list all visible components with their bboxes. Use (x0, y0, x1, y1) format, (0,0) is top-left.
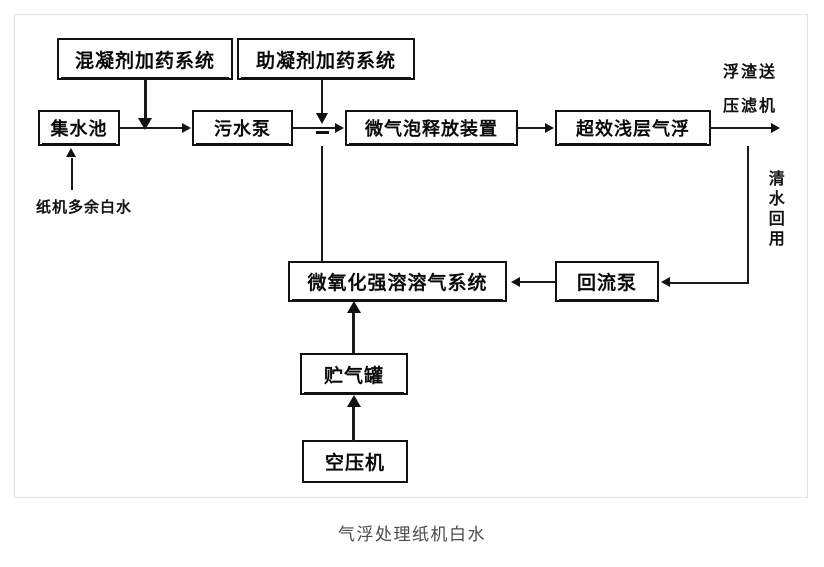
node-coagulant-dosing-label: 混凝剂加药系统 (74, 49, 215, 72)
node-reflux-pump-label: 回流泵 (576, 272, 637, 294)
edge-microbubble-to-flotation-line (518, 127, 547, 129)
node-shallow-air-flotation-label: 超效浅层气浮 (576, 119, 690, 140)
edge-dissolving-to-inletpipe-line (321, 146, 323, 261)
edge-inlet-to-tank-arrowhead (66, 148, 76, 157)
edge-coagulant-dosing-line (144, 80, 147, 120)
node-gas-storage-tank: 贮气罐 (300, 353, 408, 395)
edge-refluxpump-to-dissolving-arrowhead (511, 277, 520, 287)
node-sewage-pump: 污水泵 (192, 110, 293, 146)
edge-tank-to-pump-arrowhead (182, 123, 191, 133)
edge-pump-to-microbubble-line (293, 127, 337, 129)
node-gas-storage-tank-label: 贮气罐 (323, 364, 384, 387)
annotation-scum-outlet-line2-text: 压滤机 (723, 96, 778, 115)
edge-compressor-to-gastank-line (352, 406, 355, 442)
edge-inlet-to-tank-line (71, 158, 73, 190)
edge-flocculant-dosing-line (321, 80, 323, 115)
node-sewage-pump-label: 污水泵 (214, 119, 271, 140)
node-microbubble-release-label: 微气泡释放装置 (365, 119, 498, 140)
figure-frame (14, 14, 808, 498)
node-air-compressor-label: 空压机 (324, 452, 385, 474)
node-collection-tank-label: 集水池 (50, 119, 108, 140)
edge-flotation-to-scum-arrowhead (771, 123, 780, 133)
node-flocculant-dosing-label: 助凝剂加药系统 (255, 49, 396, 72)
edge-tank-to-pump-line (120, 127, 184, 129)
annotation-inlet-text: 纸机多余白水 (36, 198, 133, 216)
annotation-clear-water-reuse-text: 清水回用 (765, 170, 785, 250)
edge-clearwater-to-refluxpump-arrowhead (661, 277, 670, 287)
edge-flotation-to-scum-line (711, 127, 773, 129)
edge-pump-to-microbubble-arrowhead (335, 123, 344, 133)
node-micro-oxidation-dissolving-label: 微氧化强溶溶气系统 (307, 272, 488, 294)
node-shallow-air-flotation: 超效浅层气浮 (555, 110, 711, 146)
annotation-scum-outlet-line2: 压滤机 (723, 92, 777, 116)
dosing-valve-bar-icon (316, 131, 329, 134)
annotation-scum-outlet-line1: 浮渣送 (723, 58, 777, 82)
annotation-inlet: 纸机多余白水 (36, 196, 132, 217)
edge-compressor-to-gastank-arrowhead (347, 395, 361, 407)
edge-gastank-to-dissolving-arrowhead (347, 301, 361, 313)
edge-refluxpump-to-dissolving-line (520, 281, 555, 283)
node-air-compressor: 空压机 (302, 440, 408, 483)
edge-flotation-clearwater-left (670, 282, 749, 284)
annotation-clear-water-reuse: 清水回用 (762, 170, 787, 250)
node-micro-oxidation-dissolving: 微氧化强溶溶气系统 (288, 261, 507, 302)
node-microbubble-release: 微气泡释放装置 (345, 110, 518, 146)
figure-caption-text: 气浮处理纸机白水 (338, 525, 486, 545)
node-coagulant-dosing: 混凝剂加药系统 (57, 38, 233, 80)
figure-caption: 气浮处理纸机白水 (0, 520, 824, 545)
edge-flotation-clearwater-down (747, 146, 749, 284)
annotation-scum-outlet-line1-text: 浮渣送 (723, 62, 778, 81)
node-collection-tank: 集水池 (38, 110, 120, 146)
edge-gastank-to-dissolving-line (352, 312, 355, 354)
edge-microbubble-to-flotation-arrowhead (545, 123, 554, 133)
node-flocculant-dosing: 助凝剂加药系统 (237, 38, 415, 80)
dosing-valve-icon (316, 113, 328, 124)
node-reflux-pump: 回流泵 (555, 261, 659, 302)
